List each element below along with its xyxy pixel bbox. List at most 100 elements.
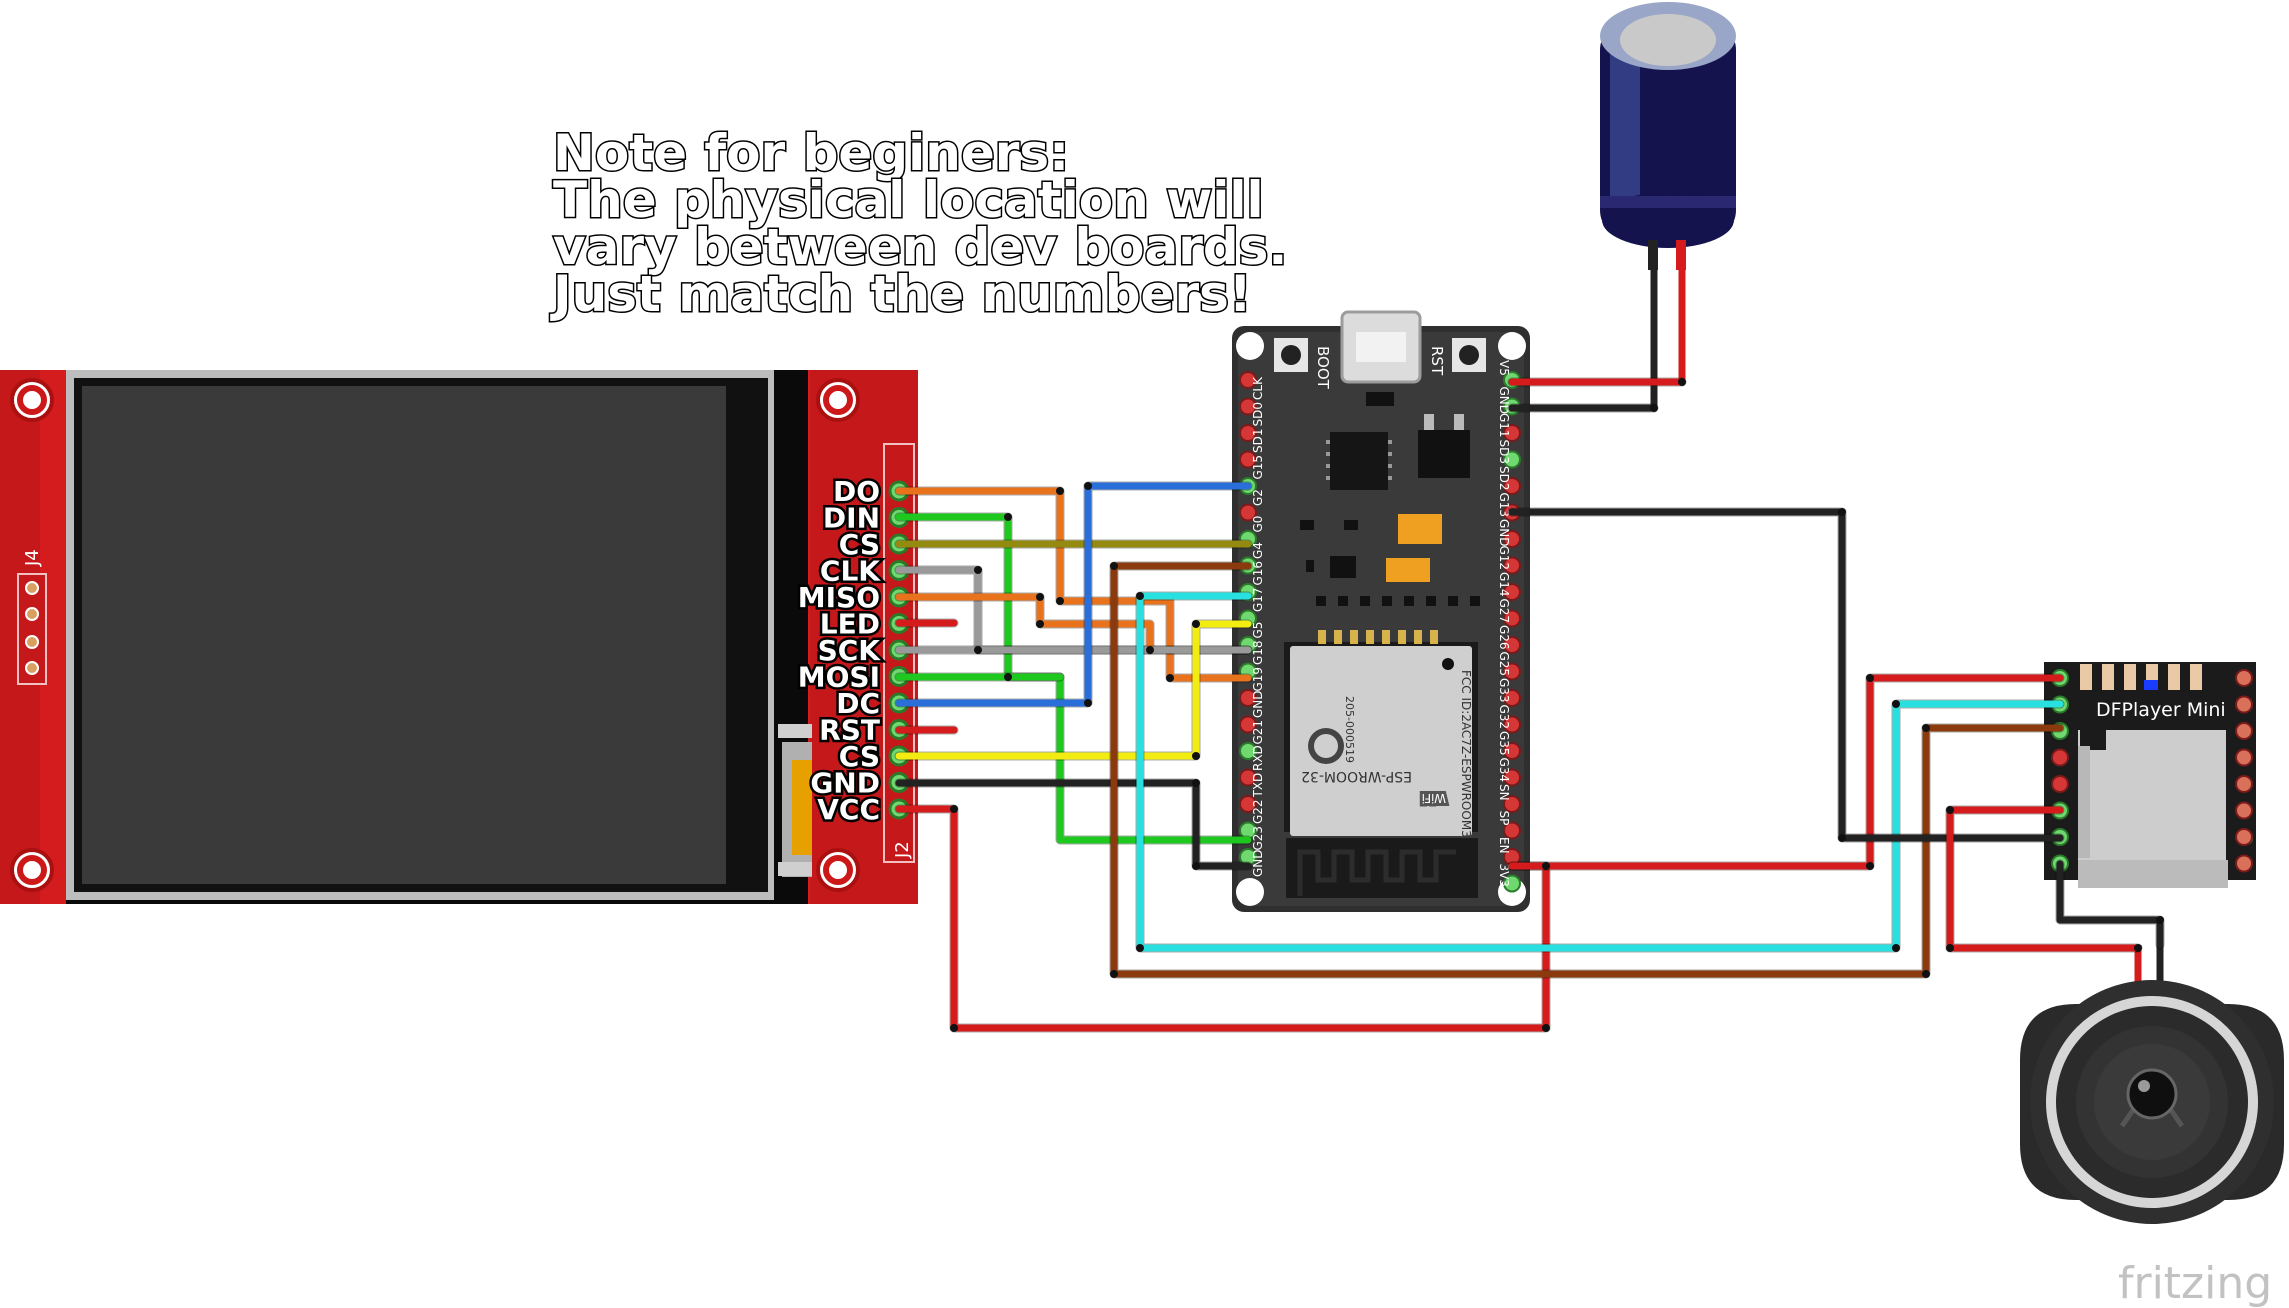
esp32-right-pin: [1503, 424, 1521, 442]
esp32-right-pin: [1503, 636, 1521, 654]
wire-bend-point: [1192, 862, 1200, 870]
note-line-1: Note for beginers:: [553, 124, 1069, 182]
esp32-pin-label: EN: [1497, 837, 1511, 854]
esp32-right-pin: [1503, 742, 1521, 760]
esp32-right-pin: [1503, 556, 1521, 575]
esp32-pin-label: SN: [1497, 784, 1511, 801]
dfplayer-right-pin: [2235, 722, 2253, 740]
wire-bend-point: [1678, 378, 1686, 386]
wire-bend-point: [1542, 862, 1550, 870]
wire-bend-point: [2134, 944, 2142, 952]
tft-pin-label-sck: SCK: [818, 634, 882, 667]
esp32-right-pin: [1503, 689, 1521, 707]
esp32-pin-label: G26: [1497, 625, 1511, 650]
esp32-pin-label: G33: [1497, 678, 1511, 703]
wire-bend-point: [2156, 916, 2164, 924]
wire-bend-point: [1192, 752, 1200, 760]
esp32-left-pin: [1239, 689, 1257, 707]
note-line-3: vary between dev boards.: [553, 218, 1287, 276]
wire-bend-point: [1838, 834, 1846, 842]
wire-bend-point: [1866, 862, 1874, 870]
esp32-pin-label: G19: [1251, 667, 1265, 692]
wire-gnd-black: [895, 779, 1252, 870]
wifi-logo: WiFi: [1422, 791, 1446, 805]
esp32-left-header: CLKSD0SD1G15G2G0G4G16G17G5G18G19GNDG21RX…: [1239, 371, 1265, 877]
esp32-pin-label: G0: [1251, 516, 1265, 533]
note-line-4: Just match the numbers!: [550, 265, 1252, 323]
j2-label: J2: [892, 841, 913, 859]
dfplayer-left-pin: [2051, 748, 2069, 767]
esp32-left-pin: [1239, 742, 1257, 760]
esp32-left-pin: [1239, 450, 1257, 469]
j4-header: J4: [17, 549, 47, 685]
esp32-right-pin: [1503, 874, 1521, 893]
esp32-pin-label: G23: [1251, 826, 1265, 851]
tft-pin-label-dc: DC: [836, 687, 880, 720]
dfplayer-right-pin: [2235, 801, 2253, 820]
esp32-pin-label: G22: [1251, 799, 1265, 824]
wire-spk-black: [2056, 860, 2164, 949]
wire-bend-point: [1192, 779, 1200, 787]
esp32-left-pin: [1239, 397, 1257, 416]
esp32-pin-label: G35: [1497, 731, 1511, 756]
wire-red-vcc-df: [1508, 674, 2064, 870]
wire-bend-point: [1892, 700, 1900, 708]
esp32-pin-label: G11: [1497, 413, 1511, 438]
esp32-left-pin: [1239, 424, 1257, 442]
esp32-right-pin: [1503, 583, 1521, 601]
tft-pin-label-din: DIN: [823, 502, 880, 535]
esp32-pin-label: G4: [1251, 542, 1265, 559]
boot-label: BOOT: [1314, 346, 1332, 390]
esp32-pin-label: SD0: [1251, 402, 1265, 427]
esp32-left-pin: [1239, 715, 1257, 734]
esp32-pin-label: G12: [1497, 546, 1511, 571]
wire-bend-point: [1946, 806, 1954, 814]
esp32-right-header: V5GNDG11SD3SD2G13GNDG12G14G27G26G25G33G3…: [1497, 360, 1521, 893]
esp32-pin-label: G18: [1251, 640, 1265, 665]
tft-display-module: J4 J2 DODINCSCLKMISOLEDSCKMOSIDCRSTCSGND…: [0, 370, 918, 904]
beginner-note: Note for beginers: The physical location…: [549, 123, 1289, 325]
wire-bend-point: [1866, 674, 1874, 682]
dfplayer-right-pin: [2235, 828, 2253, 846]
wire-dc-blue: [895, 482, 1252, 707]
fritzing-watermark: fritzing: [2118, 1258, 2272, 1308]
tft-pin-label-clk: CLK: [820, 555, 881, 588]
esp32-pin-label: TXD: [1251, 773, 1265, 799]
esp32-right-pin: [1503, 450, 1521, 469]
tft-screen: [82, 386, 726, 884]
tft-pin-label-cs: CS: [839, 528, 880, 561]
wire-bend-point: [1542, 1024, 1550, 1032]
esp32-pin-label: 3V3: [1497, 864, 1511, 887]
wire-bend-point: [1922, 724, 1930, 732]
speaker: [2020, 945, 2284, 1224]
wire-bend-point: [974, 566, 982, 574]
esp32-pin-label: G25: [1497, 652, 1511, 677]
wire-bend-point: [1136, 592, 1144, 600]
esp32-pin-label: RXD: [1251, 745, 1265, 771]
tft-pin-label-do: DO: [833, 475, 880, 508]
esp32-pin-label: SD3: [1497, 440, 1511, 465]
esp32-pin-label: SD2: [1497, 466, 1511, 491]
wire-bend-point: [1036, 620, 1044, 628]
rst-label: RST: [1428, 346, 1446, 376]
wire-bend-point: [1056, 597, 1064, 605]
wire-bend-point: [1166, 674, 1174, 682]
wire-bend-point: [950, 1024, 958, 1032]
esp32-pin-label: G2: [1251, 489, 1265, 506]
dfplayer-right-pin: [2235, 854, 2253, 873]
esp32-right-pin: [1503, 795, 1521, 813]
esp32-right-pin: [1503, 477, 1521, 495]
esp32-left-pin: [1239, 795, 1257, 813]
esp32-right-pin: [1503, 609, 1521, 628]
esp32-pin-label: G21: [1251, 720, 1265, 745]
esp32-pin-label: GND: [1251, 690, 1265, 718]
wire-bend-point: [1110, 562, 1118, 570]
wire-bend-point: [1110, 970, 1118, 978]
wire-bend-point: [1192, 620, 1200, 628]
wire-bend-point: [1004, 673, 1012, 681]
esp32-pin-label: G15: [1251, 455, 1265, 480]
esp32-right-pin: [1503, 530, 1521, 548]
wire-bend-point: [1136, 944, 1144, 952]
